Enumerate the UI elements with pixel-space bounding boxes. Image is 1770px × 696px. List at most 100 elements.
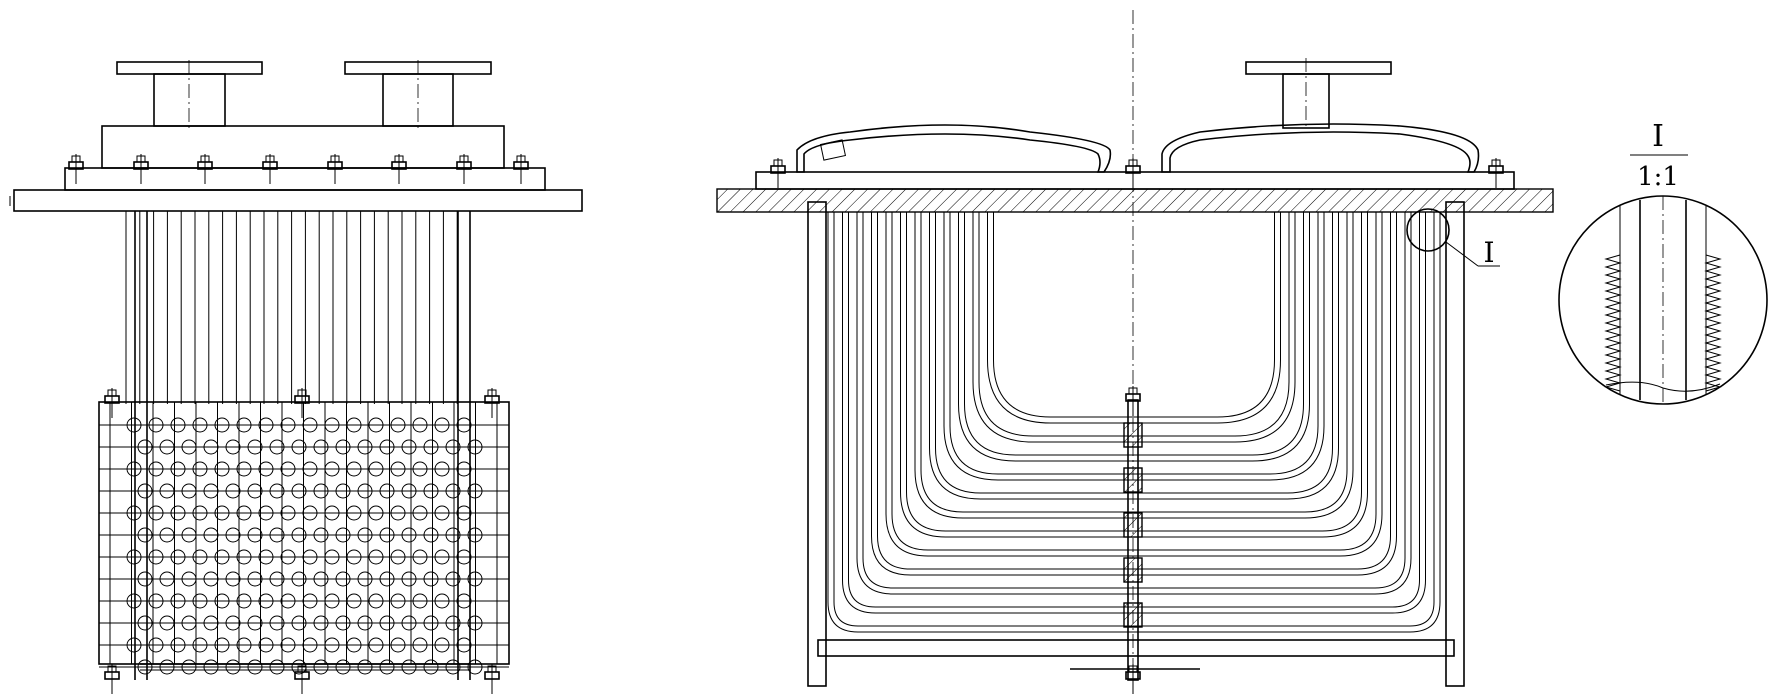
- u-tube-inner: [920, 212, 1348, 513]
- u-tube-inner: [993, 212, 1275, 418]
- flange-bolt: [133, 154, 149, 184]
- flange-bolt: [327, 154, 343, 184]
- thread-left: [1604, 254, 1622, 392]
- tube-end: [148, 549, 164, 565]
- tube-end: [401, 571, 417, 587]
- tube-end: [335, 571, 351, 587]
- tube-end: [137, 483, 153, 499]
- tube-end: [214, 593, 230, 609]
- tube-end: [236, 461, 252, 477]
- tube-end: [247, 659, 263, 675]
- baffle-grid: [99, 402, 509, 675]
- tie-rod-nut: [104, 388, 120, 418]
- tube-end: [390, 549, 406, 565]
- tube-end: [269, 615, 285, 631]
- tube-end: [291, 439, 307, 455]
- tube-end: [390, 417, 406, 433]
- tube-end: [401, 439, 417, 455]
- left-nozzle-pipe: [153, 73, 226, 127]
- tube-end: [434, 593, 450, 609]
- flange-bolt: [391, 154, 407, 184]
- tube-end: [412, 549, 428, 565]
- tube-end: [214, 637, 230, 653]
- tube-end: [258, 593, 274, 609]
- tube-end: [126, 549, 142, 565]
- tube-end: [126, 461, 142, 477]
- tube-end: [148, 593, 164, 609]
- tube-end: [225, 571, 241, 587]
- u-tube: [929, 212, 1339, 500]
- tube-end: [170, 637, 186, 653]
- tube-end: [412, 505, 428, 521]
- spacer-tubes: [1123, 386, 1143, 694]
- tube-end: [126, 593, 142, 609]
- tube-end: [368, 593, 384, 609]
- tube-end: [214, 461, 230, 477]
- tube-end: [137, 527, 153, 543]
- tube-end: [456, 461, 472, 477]
- tube-end: [313, 615, 329, 631]
- tube-end: [456, 549, 472, 565]
- u-tube: [885, 212, 1383, 557]
- tube-end: [335, 527, 351, 543]
- tube-end: [379, 527, 395, 543]
- detail-marker-circle: [1406, 208, 1450, 252]
- tube-end: [379, 659, 395, 675]
- tube-end: [280, 505, 296, 521]
- tube-end: [280, 461, 296, 477]
- tube-end: [412, 461, 428, 477]
- tie-rod-nut: [294, 664, 310, 694]
- tube-end: [445, 659, 461, 675]
- tube-end: [148, 505, 164, 521]
- tie-rod-nut: [104, 664, 120, 694]
- tube-end: [313, 571, 329, 587]
- tube-end: [390, 637, 406, 653]
- tube-end: [357, 615, 373, 631]
- flange-bolt: [456, 154, 472, 184]
- rod-nut: [1125, 386, 1141, 416]
- flange-bolt: [262, 154, 278, 184]
- spacer: [1123, 602, 1143, 628]
- tube-end: [181, 659, 197, 675]
- tube-end: [258, 505, 274, 521]
- tube-end: [357, 571, 373, 587]
- tube-end: [434, 505, 450, 521]
- tube-end: [137, 439, 153, 455]
- tube-end: [247, 439, 263, 455]
- break-line: [1605, 381, 1721, 392]
- tube-end: [434, 461, 450, 477]
- flange-bolt: [513, 154, 529, 184]
- tube-end: [258, 637, 274, 653]
- tube-end: [357, 483, 373, 499]
- tie-rod-nut: [294, 388, 310, 418]
- tube-bundle-side: [125, 211, 471, 680]
- left-side-plate: [807, 201, 827, 687]
- tie-rods: [104, 388, 500, 694]
- tube-end: [192, 505, 208, 521]
- tube-end: [456, 417, 472, 433]
- tube-end: [423, 615, 439, 631]
- spacer: [1123, 467, 1143, 493]
- tube-end: [357, 659, 373, 675]
- tube-end: [434, 417, 450, 433]
- rod-nut: [1125, 664, 1141, 694]
- tie-rod-nut: [484, 664, 500, 694]
- channel-box: [101, 125, 505, 169]
- section-nozzle-flange: [1245, 61, 1392, 75]
- tube-end: [269, 439, 285, 455]
- tube-end: [335, 615, 351, 631]
- tube-end: [445, 527, 461, 543]
- u-tube-inner: [891, 212, 1377, 551]
- tube-end: [192, 461, 208, 477]
- bolt-flange: [64, 167, 546, 191]
- tube-end: [456, 637, 472, 653]
- flange-strip: [755, 171, 1515, 190]
- tube-end: [390, 593, 406, 609]
- tube-end: [170, 549, 186, 565]
- tube-end: [412, 637, 428, 653]
- tube-end: [192, 593, 208, 609]
- spacer: [1123, 557, 1143, 583]
- tube-end: [423, 659, 439, 675]
- tube-end: [192, 637, 208, 653]
